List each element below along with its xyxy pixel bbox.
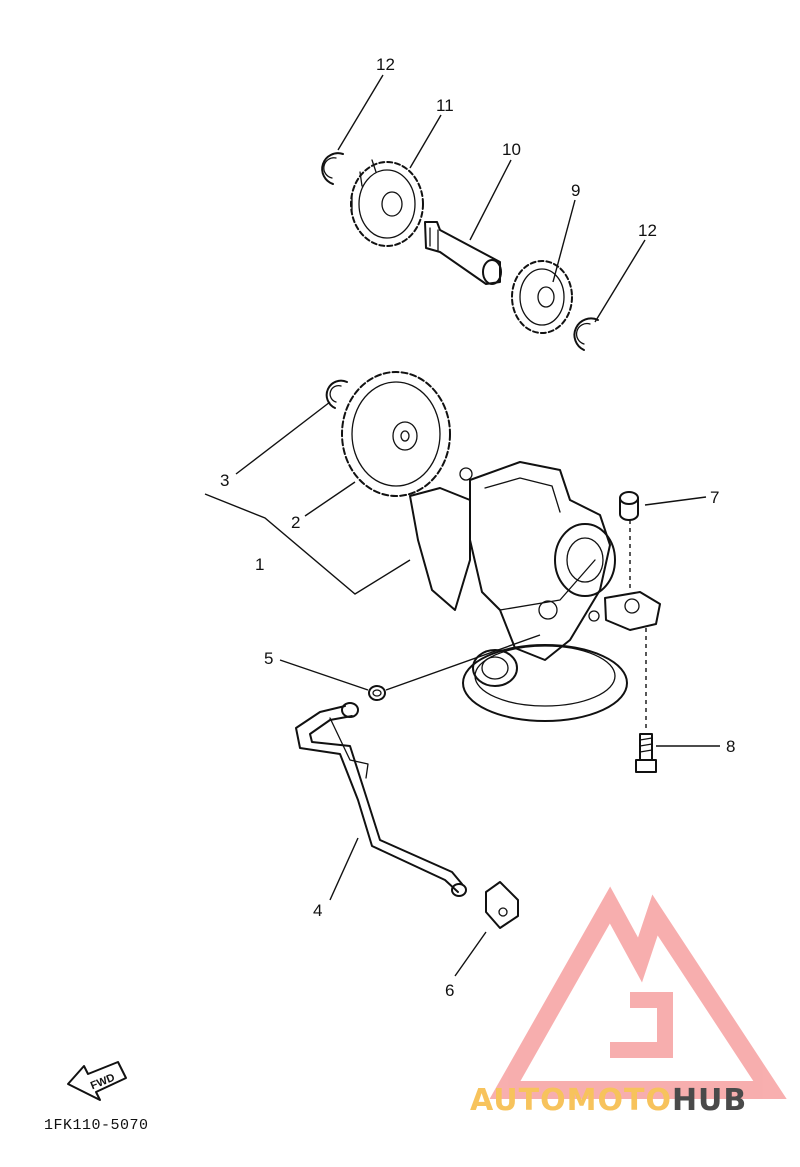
- callout-3: 3: [220, 471, 229, 490]
- callout-8: 8: [726, 737, 735, 756]
- brand-part2: HUB: [671, 1083, 748, 1118]
- leader-7: [644, 496, 707, 506]
- callout-5: 5: [264, 649, 273, 668]
- leader-12b: [594, 239, 646, 323]
- bolt-8: [635, 733, 657, 773]
- oil-pump-assembly: [409, 461, 661, 722]
- leader-4: [329, 837, 359, 901]
- callout-6: 6: [445, 981, 454, 1000]
- leader-3: [235, 401, 331, 475]
- assembly-bracket-1: [204, 493, 411, 595]
- watermark-logo: [489, 886, 787, 1099]
- circlip-12-left: [321, 152, 344, 185]
- circlip-12-right: [573, 317, 599, 351]
- callout-9: 9: [571, 181, 580, 200]
- callout-2: 2: [291, 513, 300, 532]
- o-ring-guide-line: [385, 634, 541, 691]
- leader-6: [454, 931, 487, 977]
- callout-10: 10: [502, 140, 521, 159]
- callout-1: 1: [255, 555, 264, 574]
- callout-11: 11: [436, 96, 454, 115]
- dowel-pin-7: [619, 491, 639, 521]
- diagram-code: 1FK110-5070: [44, 1117, 149, 1134]
- gear-2: [341, 371, 451, 497]
- brand-wordmark: AUTOMOTOHUB: [470, 1083, 747, 1118]
- fwd-arrow: FWD: [67, 1061, 127, 1101]
- callout-12-right: 12: [638, 221, 657, 240]
- o-ring-5: [368, 685, 386, 701]
- callout-4: 4: [313, 901, 322, 920]
- leader-11: [409, 114, 442, 169]
- circlip-3: [325, 379, 348, 409]
- brand-part1: AUTOMOTO: [470, 1083, 672, 1118]
- leader-5: [279, 659, 369, 691]
- shaft-10: [424, 221, 502, 285]
- leader-9: [552, 199, 576, 283]
- gear-11: [350, 159, 424, 247]
- callout-12-left: 12: [376, 55, 395, 74]
- leader-2: [304, 481, 356, 517]
- callout-7: 7: [710, 488, 719, 507]
- leader-12a: [337, 74, 384, 151]
- gear-9: [511, 260, 573, 334]
- oil-pipe-4: [295, 702, 467, 897]
- plate-6: [485, 881, 519, 929]
- leader-10: [469, 159, 512, 241]
